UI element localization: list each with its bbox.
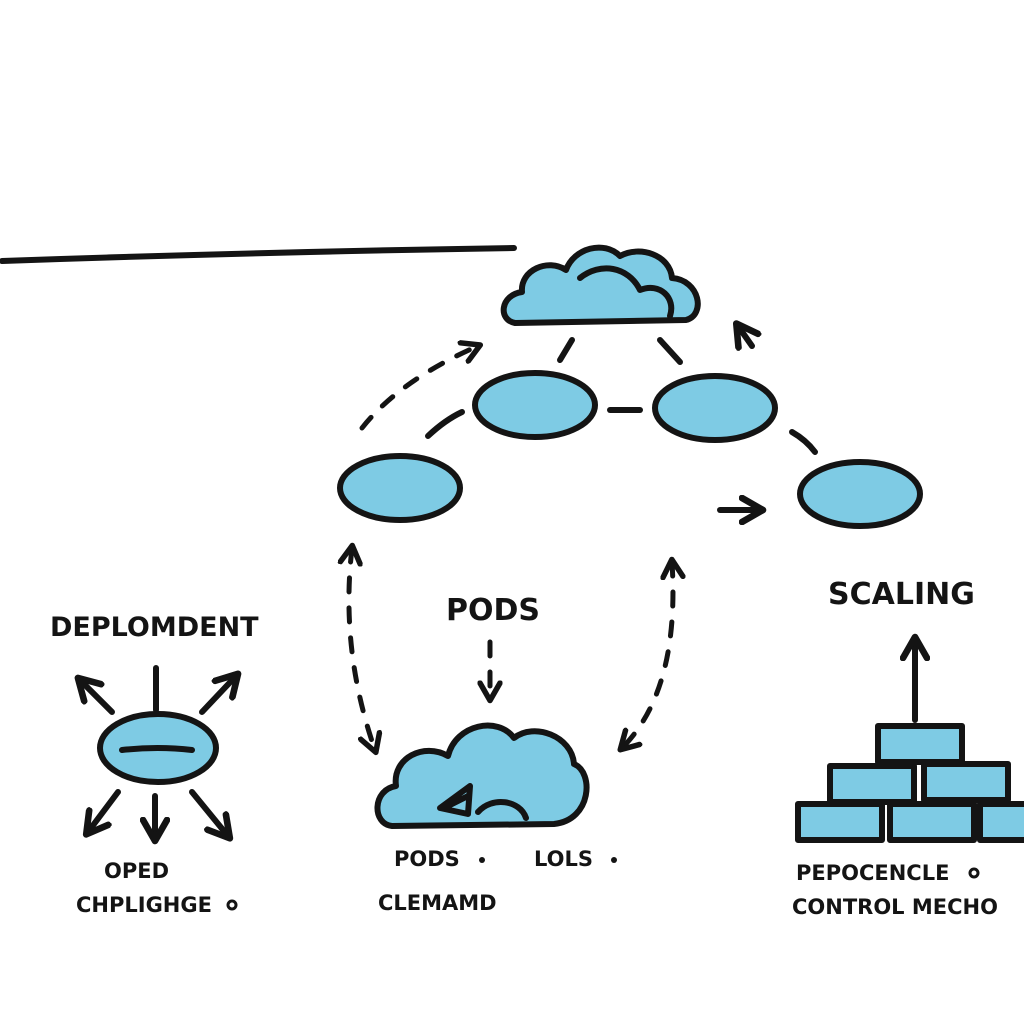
label-scaling-sub1: PEPOCENCLE	[796, 861, 949, 885]
label-pods-sub3: CLEMAMD	[378, 891, 497, 915]
cloud-icon	[374, 722, 590, 829]
bullet-dot	[479, 857, 485, 863]
dashed-arrow-left-loop	[349, 548, 375, 750]
dashed-arrow-up-left	[359, 346, 478, 431]
pod-node-1	[337, 453, 463, 523]
label-deployment: DEPLOMDENT	[50, 612, 259, 643]
bullet-dot	[968, 867, 980, 879]
link-cloud-node3	[657, 337, 683, 365]
deployment-hub	[80, 665, 236, 838]
dashed-arrow-right-loop	[622, 562, 673, 748]
label-scaling-sub2: CONTROL MECHO	[792, 895, 998, 919]
link-cloud-node2	[557, 337, 575, 363]
link-node3-node4	[789, 429, 818, 455]
pod-node-3	[652, 373, 778, 443]
cloud-icon	[500, 244, 701, 326]
label-pods-sub1: PODS	[394, 847, 460, 871]
pod-node-4	[797, 459, 923, 529]
bullet-dot	[611, 857, 617, 863]
dashed-arrow-up-right	[738, 326, 752, 346]
label-pods-sub2: LOLS	[534, 847, 593, 871]
brick-stack-icon	[795, 723, 1024, 843]
bullet-dot	[226, 899, 238, 911]
label-deployment-sub1: OPED	[104, 859, 169, 883]
link-node1-node2	[425, 409, 465, 439]
triangle-icon	[437, 783, 473, 817]
label-scaling: SCALING	[828, 577, 975, 612]
header-rule-line	[0, 245, 517, 264]
label-deployment-sub2: CHPLIGHGE	[76, 893, 212, 917]
label-pods-top: PODS	[446, 593, 540, 628]
pod-node-2	[472, 370, 598, 440]
